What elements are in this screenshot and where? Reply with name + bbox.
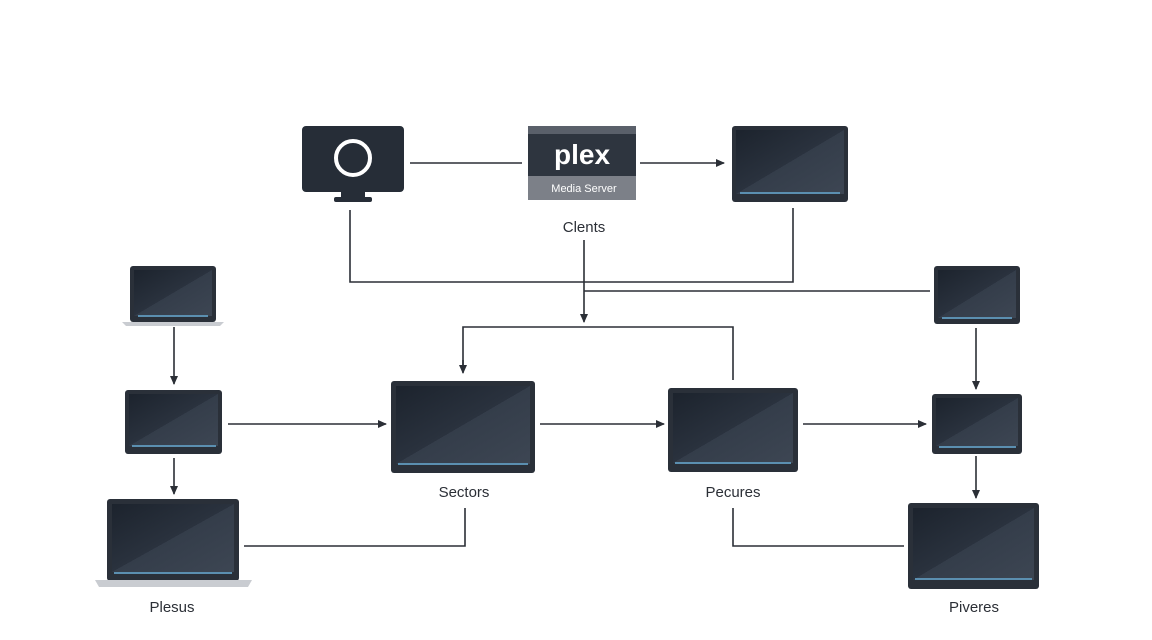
display-top-right — [732, 126, 848, 202]
label-clients: Clents — [562, 219, 606, 236]
piveres-monitor — [908, 503, 1039, 589]
laptop-left-top — [122, 266, 224, 326]
source-monitor — [302, 126, 404, 202]
connectors — [170, 159, 980, 547]
server-subtitle: Media Server — [551, 183, 617, 195]
edge-pecures-to-piveres — [732, 508, 904, 547]
plesus-laptop — [95, 499, 252, 587]
edge-source-to-display-loop — [349, 208, 794, 283]
laptop-right-top — [934, 266, 1020, 324]
label-sectors: Sectors — [438, 484, 490, 501]
plex-server: plex Media Server — [528, 126, 636, 200]
label-plesus: Plesus — [149, 599, 195, 616]
sectors-monitor — [391, 381, 535, 473]
label-pecures: Pecures — [705, 484, 761, 501]
edge-plesus-to-sectors — [244, 508, 466, 547]
edge-clients-split — [462, 326, 734, 380]
plex-logo: plex — [554, 139, 610, 170]
pecures-monitor — [668, 388, 798, 472]
monitor-ring-icon — [334, 139, 372, 177]
monitor-right-mid — [932, 394, 1022, 454]
monitor-left-mid — [125, 390, 222, 454]
label-piveres: Piveres — [948, 599, 1000, 616]
